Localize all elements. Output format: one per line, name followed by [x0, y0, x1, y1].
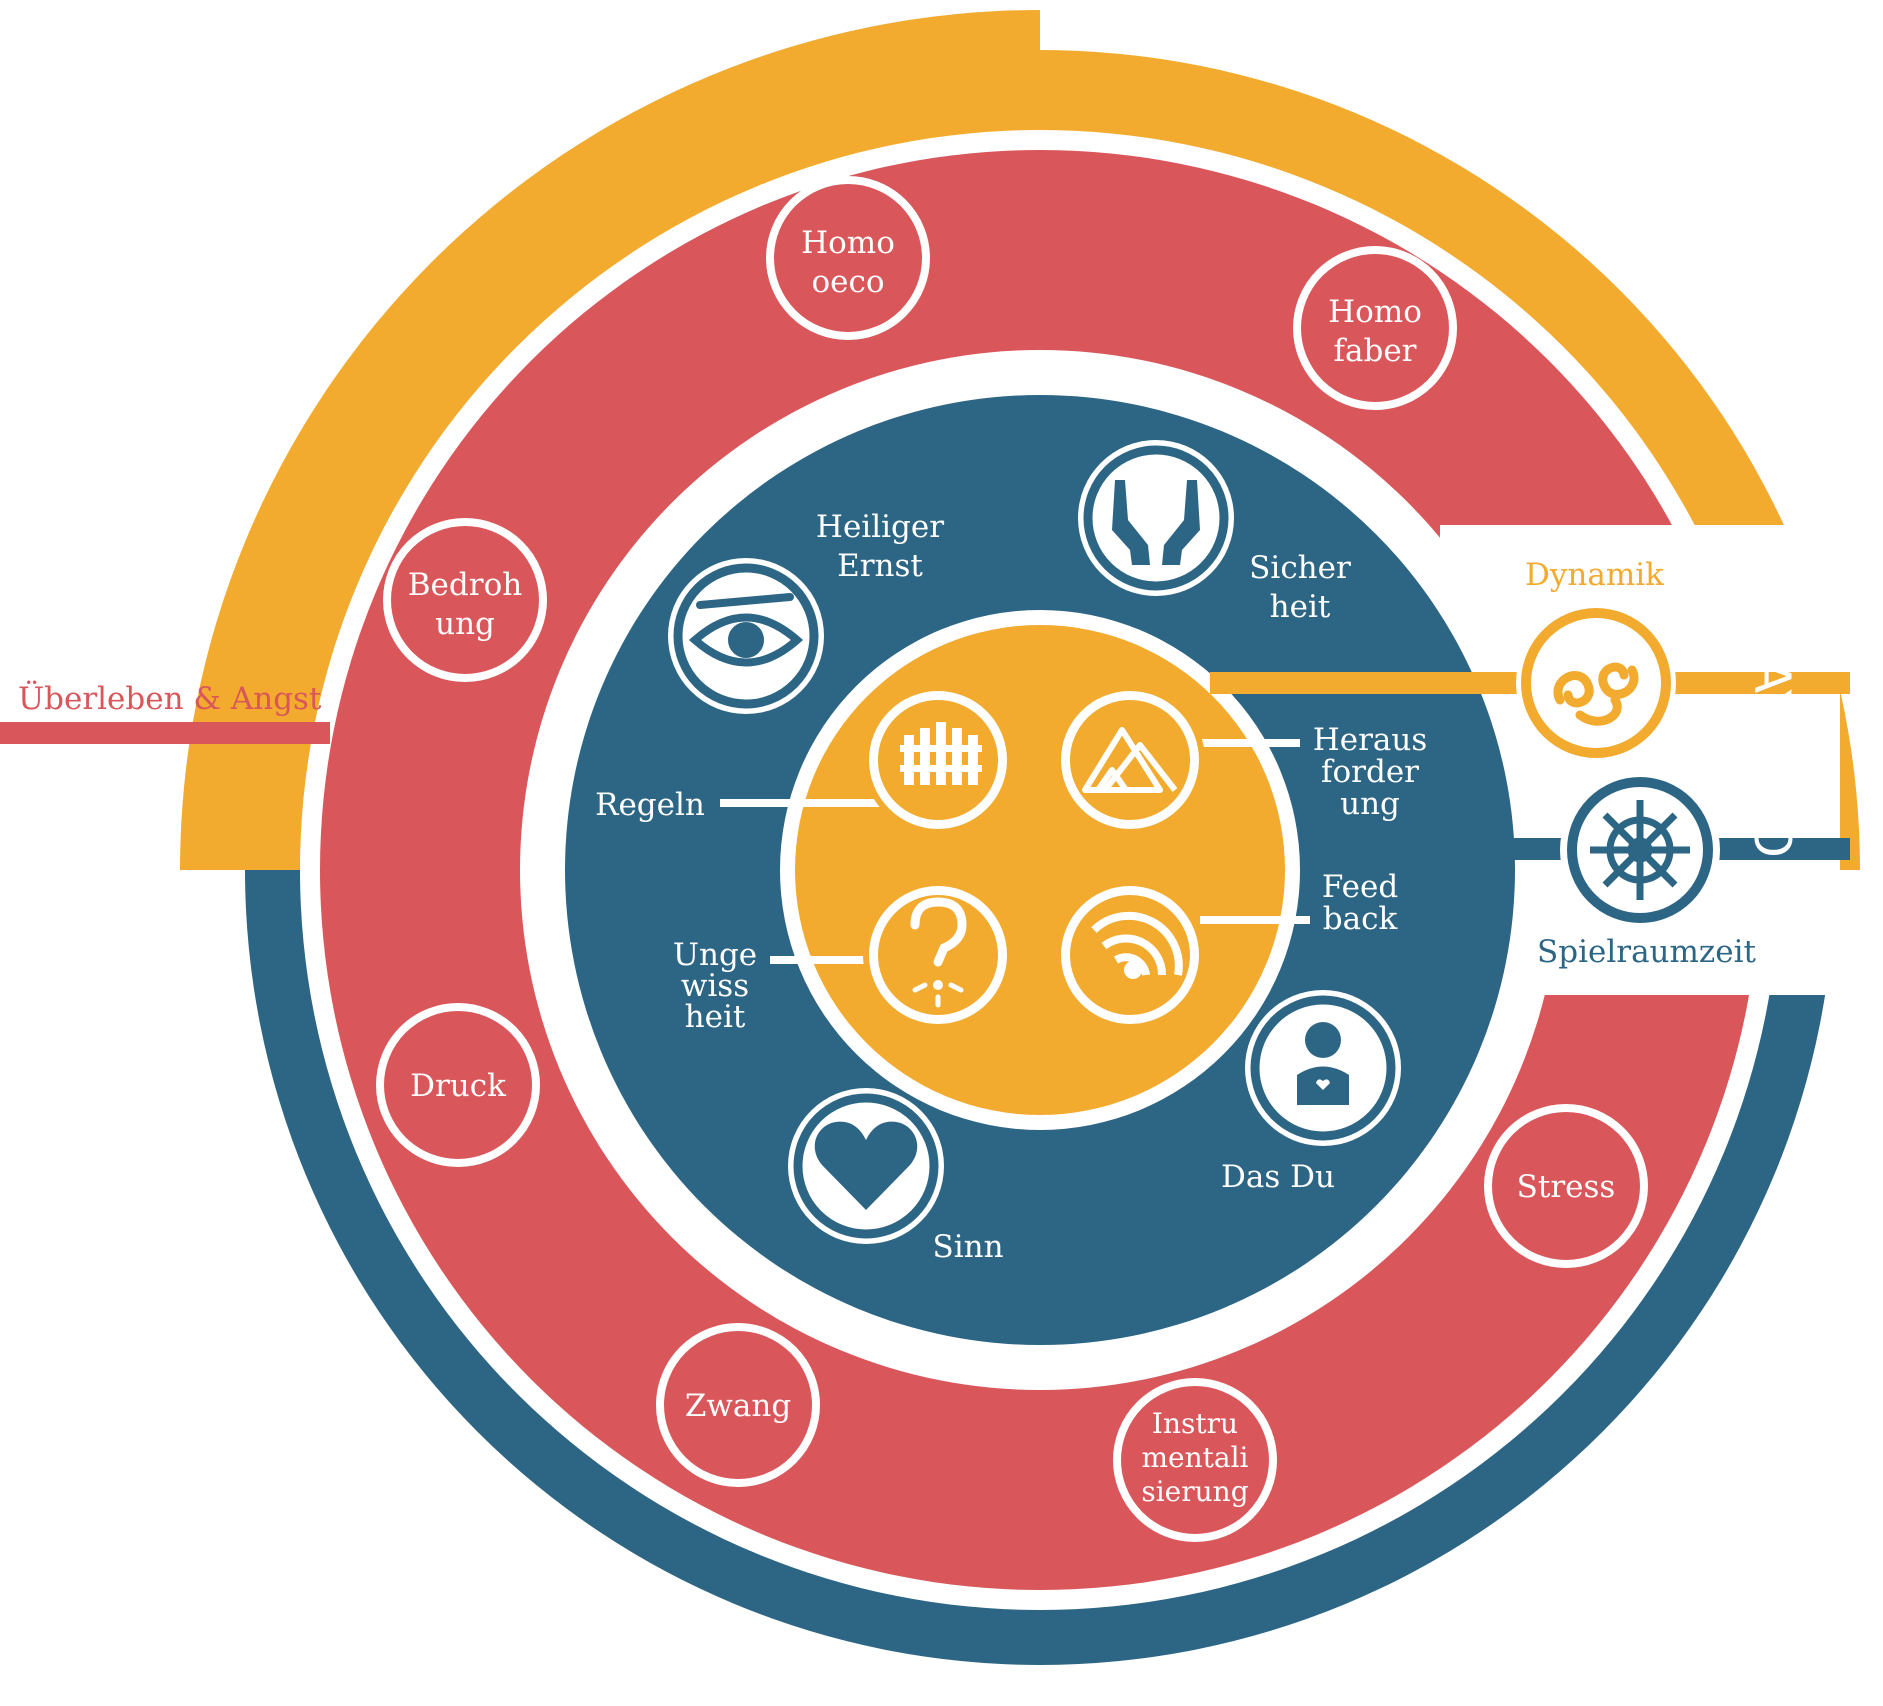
heiliger-ernst-line1: Heiliger — [816, 509, 944, 545]
zwang-label: Zwang — [685, 1388, 791, 1424]
bedrohung-node: Bedroh ung — [383, 518, 547, 682]
sicherheit-node — [1078, 440, 1234, 596]
sinn-node — [788, 1088, 944, 1244]
ungewissheit-line1: Unge — [673, 937, 757, 973]
dynamik-label: Dynamik — [1525, 557, 1664, 593]
herausforderung-line2: forder — [1321, 754, 1419, 790]
homo-faber-line2: faber — [1334, 333, 1417, 369]
sicherheit-line1: Sicher — [1249, 550, 1351, 586]
swirl-icon — [1553, 662, 1639, 726]
fence-icon — [900, 722, 982, 785]
feedback-line1: Feed — [1322, 869, 1398, 905]
instrumentalisierung-line3: sierung — [1141, 1475, 1248, 1508]
heart-icon — [814, 1121, 918, 1210]
spielraumzeit-node — [1560, 770, 1720, 930]
ungewissheit-line2: wiss — [681, 968, 749, 1004]
person-heart-icon — [1297, 1022, 1349, 1105]
herausforderung-line1: Heraus — [1313, 722, 1428, 758]
stress-node: Stress — [1484, 1104, 1648, 1268]
sinn-label: Sinn — [932, 1229, 1003, 1265]
survival-fear-label: Überleben & Angst — [18, 679, 322, 717]
homo-faber-line1: Homo — [1328, 294, 1422, 330]
druck-label: Druck — [410, 1068, 506, 1104]
sicherheit-line2: heit — [1270, 589, 1331, 625]
bedrohung-line2: ung — [435, 606, 495, 642]
regeln-node — [863, 685, 1013, 835]
homo-oeco-line2: oeco — [811, 264, 884, 300]
eye-icon — [688, 593, 804, 667]
homo-faber-node: Homo faber — [1293, 246, 1457, 410]
homo-oeco-line1: Homo — [801, 225, 895, 261]
homo-oeco-node: Homo oeco — [766, 176, 930, 340]
ungewissheit-line3: heit — [685, 999, 746, 1035]
feedback-node — [1055, 880, 1205, 1030]
heiliger-ernst-line2: Ernst — [837, 548, 923, 584]
ship-wheel-icon — [1590, 800, 1690, 900]
das-du-node — [1245, 990, 1401, 1146]
zwang-node: Zwang — [656, 1323, 820, 1487]
feedback-line2: back — [1323, 901, 1398, 937]
rainbow-icon — [1091, 911, 1183, 979]
playground-part1: PLAY — [1743, 600, 1801, 720]
herausforderung-node — [1055, 685, 1205, 835]
bedrohung-line1: Bedroh — [408, 567, 522, 603]
playground-part2: GROUND — [1743, 745, 1801, 970]
mountains-icon — [1082, 727, 1178, 793]
dynamik-node — [1516, 603, 1676, 763]
stress-label: Stress — [1517, 1169, 1616, 1205]
heiliger-ernst-node — [668, 558, 824, 714]
herausforderung-line3: ung — [1340, 786, 1400, 822]
spielraumzeit-label: Spielraumzeit — [1537, 934, 1757, 970]
ungewissheit-node — [863, 880, 1013, 1030]
question-icon — [910, 897, 967, 1008]
hands-icon — [1112, 480, 1200, 565]
druck-node: Druck — [376, 1003, 540, 1167]
regeln-label: Regeln — [595, 787, 705, 823]
instrumentalisierung-line2: mentali — [1141, 1441, 1248, 1474]
instrumentalisierung-line1: Instru — [1152, 1407, 1238, 1440]
instrumentalisierung-node: Instru mentali sierung — [1113, 1378, 1277, 1542]
das-du-label: Das Du — [1221, 1159, 1335, 1195]
